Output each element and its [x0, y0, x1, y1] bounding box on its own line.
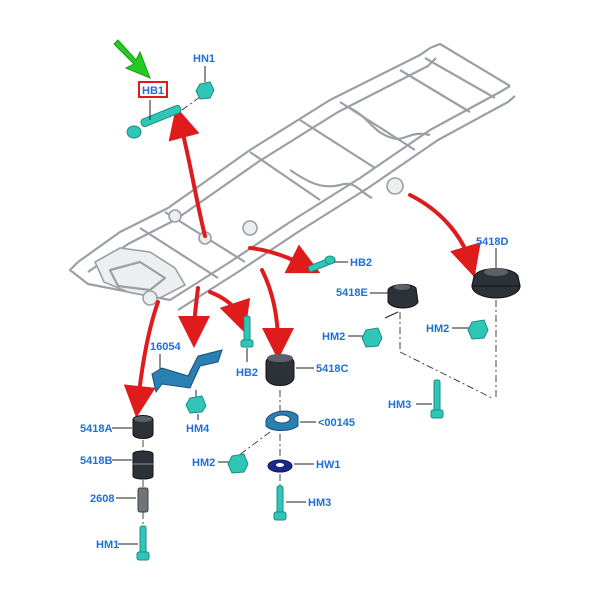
pointer-arrow-5418a: [123, 300, 160, 418]
label-hm2-right: HM2: [426, 323, 449, 335]
label-00145: <00145: [318, 417, 355, 429]
hm3-bolt-lower: [273, 485, 287, 521]
hm2-nut-lower: [227, 453, 249, 474]
label-hm2-lower: HM2: [192, 457, 215, 469]
label-hm2-mid: HM2: [322, 331, 345, 343]
hb1-highlight-box: [138, 81, 168, 98]
green-pointer-arrow-icon: [113, 39, 151, 79]
mount-5418c: [265, 354, 295, 386]
label-hb1: HB1: [142, 85, 164, 97]
hb2-bolt-right: [307, 255, 336, 273]
hw1-washer: [267, 459, 293, 473]
label-5418b: 5418B: [80, 455, 112, 467]
label-2608: 2608: [90, 493, 114, 505]
bracket-16054: [151, 349, 223, 394]
pointer-arrow-hb2-lower: [208, 290, 251, 334]
pointer-arrows: [123, 106, 481, 418]
pointer-arrow-hb1: [168, 106, 207, 238]
hn1-nut: [195, 81, 215, 100]
label-hw1: HW1: [316, 459, 340, 471]
label-hb2-lower: HB2: [236, 367, 258, 379]
pointer-arrow-5418c: [260, 268, 294, 360]
label-5418a: 5418A: [80, 423, 112, 435]
mount-5418d: [471, 268, 521, 299]
spacer-2608: [137, 487, 149, 513]
mount-5418a: [132, 415, 154, 439]
label-16054: 16054: [150, 341, 181, 353]
label-5418e: 5418E: [336, 287, 368, 299]
chassis-frame: [68, 42, 516, 311]
hm2-nut-mid: [361, 327, 383, 348]
hm3-bolt-right: [430, 379, 444, 419]
pointer-arrow-hb2: [248, 244, 321, 274]
hb1-bolt: [126, 104, 182, 139]
hm4-bolt: [185, 395, 207, 414]
hm1-bolt: [136, 525, 150, 561]
label-hm4: HM4: [186, 423, 210, 435]
pointer-arrow-5418d: [408, 193, 481, 278]
hb2-bolt-lower: [240, 315, 254, 348]
bracket-00145: [265, 410, 299, 431]
hm2-nut-right: [467, 319, 489, 340]
label-hm3-lower: HM3: [308, 497, 331, 509]
mount-5418b: [132, 450, 154, 480]
label-5418c: 5418C: [316, 363, 348, 375]
label-hm1: HM1: [96, 539, 119, 551]
label-hn1: HN1: [193, 53, 215, 65]
label-5418d: 5418D: [476, 236, 508, 248]
label-hb2-right: HB2: [350, 257, 372, 269]
pointer-arrow-16054: [178, 286, 211, 348]
mount-5418e: [387, 283, 419, 309]
label-hm3-right: HM3: [388, 399, 411, 411]
